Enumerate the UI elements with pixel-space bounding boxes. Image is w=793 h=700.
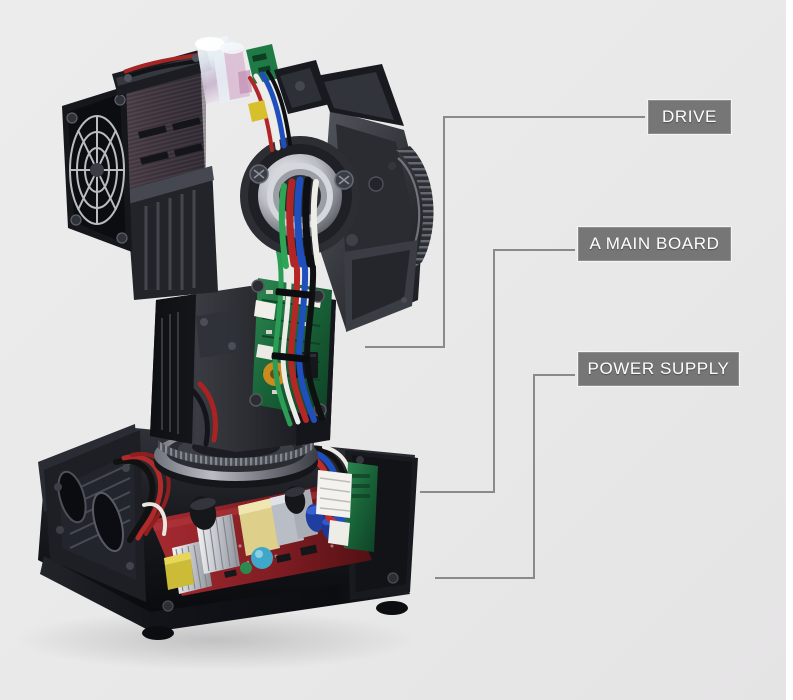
yoke-bracket: [196, 310, 240, 358]
callout-label-a-main-board[interactable]: A MAIN BOARD: [578, 227, 731, 261]
base-connector-board: [316, 462, 378, 552]
psu-disc-cap: [251, 547, 273, 569]
base-fan-vent-1: [57, 470, 87, 524]
pcb-header-3: [256, 344, 274, 360]
base-foot-right: [376, 601, 408, 615]
base-front-rim: [40, 556, 410, 632]
bearing-wire-bundle: [278, 176, 321, 269]
leader-a-main-board: [420, 249, 575, 493]
cooling-fan: [62, 86, 132, 252]
head-assembly: [62, 36, 434, 332]
pcb-header-1: [254, 300, 276, 320]
leader-drive: [365, 116, 645, 348]
white-connector-block: [316, 470, 352, 518]
base-heatsink-fins: [54, 452, 136, 580]
head-left-shell: [126, 166, 218, 300]
white-connector-small: [328, 520, 350, 546]
yellow-clip: [248, 100, 268, 122]
callout-label-power-supply[interactable]: POWER SUPPLY: [578, 352, 739, 386]
floor-shadow: [15, 610, 415, 670]
leader-lines: [365, 116, 645, 579]
base-foot-left: [142, 626, 174, 640]
head-top-rail: [112, 48, 212, 96]
tilt-motor-cover: [274, 60, 330, 114]
callout-label-drive[interactable]: DRIVE: [648, 100, 731, 134]
leader-power-supply: [435, 374, 575, 579]
optics-glass: [195, 36, 252, 104]
base-fan-vent-2: [92, 491, 124, 553]
